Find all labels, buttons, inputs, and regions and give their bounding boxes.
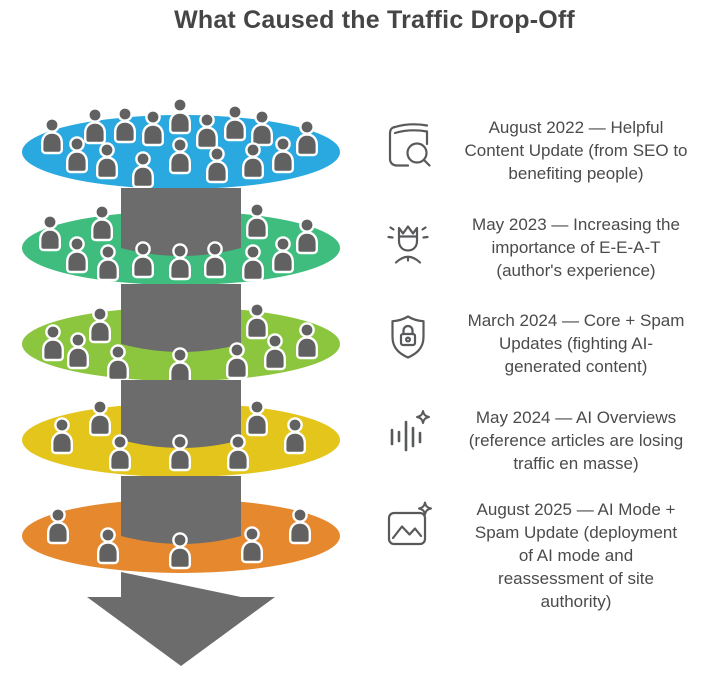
drop-off-arrow bbox=[87, 572, 275, 666]
person-icon bbox=[241, 244, 264, 282]
person-icon bbox=[88, 306, 112, 344]
person-icon bbox=[225, 342, 249, 380]
wow-flower-icon bbox=[382, 215, 434, 267]
person-icon bbox=[95, 142, 119, 180]
person-icon bbox=[296, 119, 318, 157]
timeline-text: March 2024 — Core + Spam Updates (fighti… bbox=[467, 311, 685, 376]
timeline-text: May 2023 — Increasing the importance of … bbox=[472, 215, 680, 280]
person-icon bbox=[66, 332, 90, 370]
timeline-item-mar-2024: March 2024 — Core + Spam Updates (fighti… bbox=[370, 301, 718, 378]
funnel-shaft-segment bbox=[121, 284, 241, 352]
person-icon bbox=[83, 107, 107, 145]
person-icon bbox=[250, 109, 273, 147]
timeline-text: May 2024 — AI Overviews (reference artic… bbox=[468, 408, 684, 473]
person-icon bbox=[241, 142, 264, 180]
person-icon bbox=[245, 399, 268, 437]
person-icon bbox=[131, 151, 155, 189]
person-icon bbox=[245, 202, 268, 240]
ai-sound-waves-icon bbox=[382, 408, 434, 460]
person-icon bbox=[168, 97, 192, 135]
timeline-text: August 2022 — Helpful Content Update (fr… bbox=[464, 118, 688, 183]
person-icon bbox=[296, 322, 318, 360]
person-icon bbox=[96, 244, 120, 282]
person-icon bbox=[41, 117, 63, 155]
person-icon bbox=[106, 344, 130, 382]
person-icon bbox=[272, 136, 294, 174]
funnel-shaft-segment bbox=[121, 188, 241, 256]
funnel-shaft-segment bbox=[121, 476, 241, 544]
person-icon bbox=[168, 434, 192, 472]
person-icon bbox=[141, 109, 165, 147]
timeline: August 2022 — Helpful Content Update (fr… bbox=[370, 0, 718, 676]
timeline-item-may-2023: May 2023 — Increasing the importance of … bbox=[370, 205, 718, 282]
person-icon bbox=[240, 526, 263, 564]
person-icon bbox=[289, 507, 311, 545]
book-search-icon bbox=[382, 118, 434, 170]
person-icon bbox=[168, 347, 192, 385]
person-icon bbox=[42, 324, 64, 362]
person-icon bbox=[223, 104, 247, 142]
timeline-item-aug-2025: August 2025 — AI Mode + Spam Update (dep… bbox=[370, 490, 718, 613]
person-icon bbox=[272, 236, 294, 274]
timeline-item-aug-2022: August 2022 — Helpful Content Update (fr… bbox=[370, 108, 718, 185]
person-icon bbox=[88, 399, 112, 437]
person-icon bbox=[39, 214, 61, 252]
timeline-text: August 2025 — AI Mode + Spam Update (dep… bbox=[474, 500, 678, 611]
person-icon bbox=[264, 333, 286, 371]
person-icon bbox=[96, 527, 120, 565]
person-icon bbox=[131, 241, 155, 279]
funnel-shaft-segment bbox=[121, 380, 241, 448]
page-title: What Caused the Traffic Drop-Off bbox=[174, 6, 575, 34]
person-icon bbox=[168, 137, 192, 175]
person-icon bbox=[195, 112, 219, 150]
person-icon bbox=[168, 532, 192, 570]
ai-image-icon bbox=[382, 500, 434, 552]
person-icon bbox=[108, 434, 132, 472]
person-icon bbox=[226, 434, 250, 472]
person-icon bbox=[284, 417, 306, 455]
person-icon bbox=[65, 136, 89, 174]
person-icon bbox=[296, 217, 318, 255]
person-icon bbox=[245, 302, 268, 340]
person-icon bbox=[47, 507, 70, 545]
person-icon bbox=[203, 241, 227, 279]
person-icon bbox=[51, 417, 74, 455]
person-icon bbox=[90, 204, 114, 242]
person-icon bbox=[205, 146, 229, 184]
timeline-item-may-2024: May 2024 — AI Overviews (reference artic… bbox=[370, 398, 718, 475]
shield-lock-icon bbox=[382, 311, 434, 363]
person-icon bbox=[65, 236, 89, 274]
person-icon bbox=[168, 243, 192, 281]
person-icon bbox=[113, 106, 137, 144]
